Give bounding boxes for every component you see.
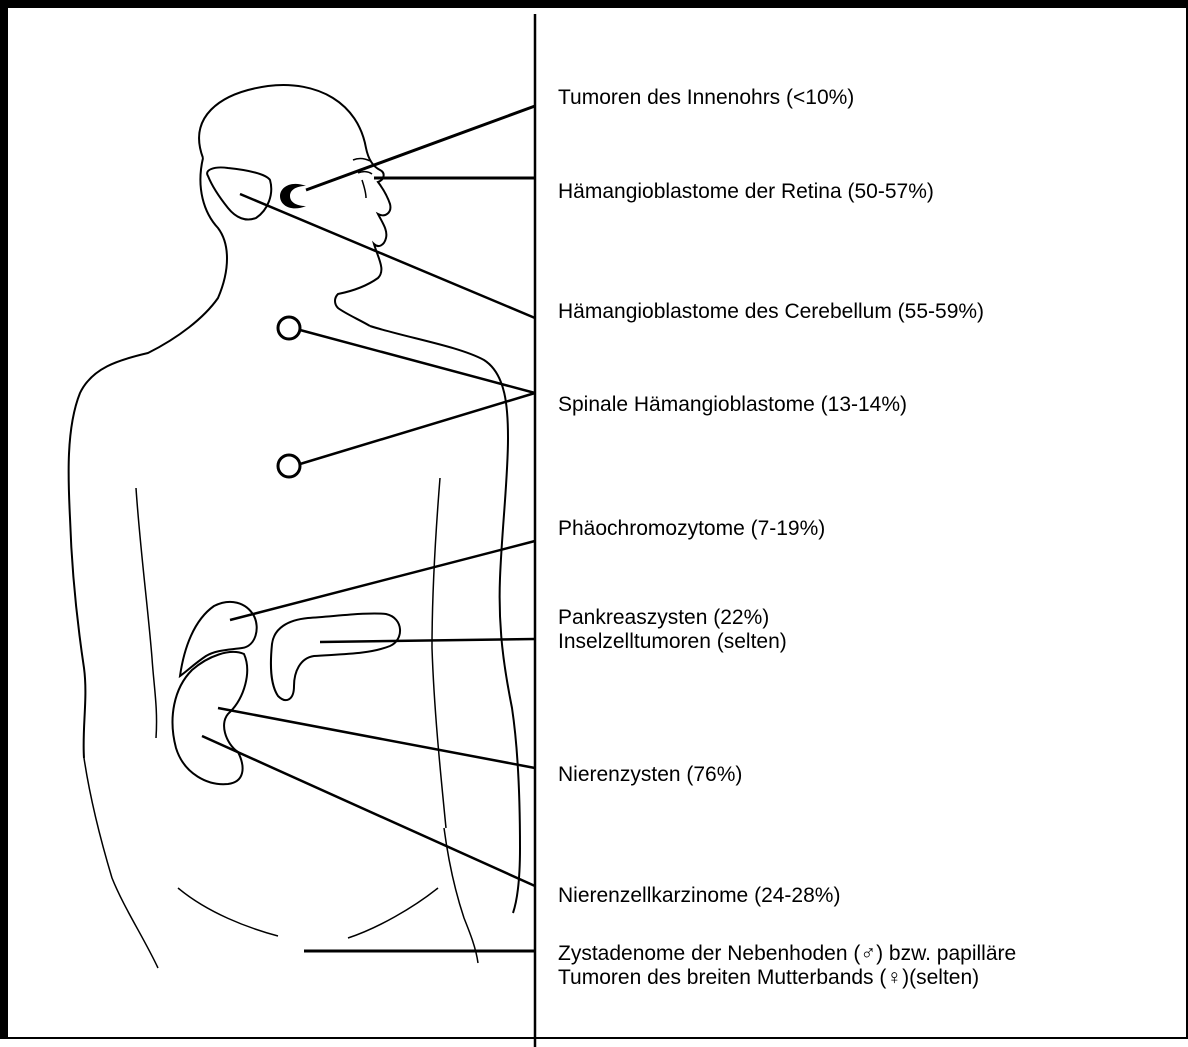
inner-ear-marker: [280, 184, 306, 208]
label-spinal: Spinale Hämangioblastome (13-14%): [558, 393, 907, 417]
eye-detail: [362, 180, 366, 198]
label-islet-tumours: Inselzelltumoren (selten): [558, 630, 787, 654]
label-rcc: Nierenzellkarzinome (24-28%): [558, 884, 840, 908]
label-cystadenoma-line1: Zystadenome der Nebenhoden (♂) bzw. papi…: [558, 942, 1016, 966]
leader-pheo: [230, 541, 535, 620]
left-body-outline: [69, 158, 227, 758]
right-groin-line: [348, 888, 438, 938]
left-groin-line: [178, 888, 278, 936]
eyebrow: [353, 159, 370, 161]
ear-outline: [207, 167, 271, 219]
kidney: [173, 652, 248, 784]
left-hip-line: [84, 758, 158, 968]
label-pancreas-cysts: Pankreaszysten (22%): [558, 606, 769, 630]
pancreas: [271, 613, 400, 700]
label-retina: Hämangioblastome der Retina (50-57%): [558, 180, 934, 204]
label-pheo: Phäochromozytome (7-19%): [558, 517, 825, 541]
spinal-marker-lower: [278, 455, 300, 477]
eye: [358, 172, 372, 174]
label-cystadenoma-line2: Tumoren des breiten Mutterbands (♀)(selt…: [558, 966, 979, 990]
spinal-marker-upper: [278, 317, 300, 339]
label-kidney-cysts: Nierenzysten (76%): [558, 763, 742, 787]
leader-pancreas: [320, 639, 535, 642]
adrenal-gland: [180, 602, 257, 676]
leader-kidney-cysts: [218, 708, 535, 768]
right-arm-inner-line: [432, 478, 446, 828]
left-arm-inner-line: [136, 488, 157, 738]
leader-spinal-lower: [300, 393, 535, 464]
label-inner-ear: Tumoren des Innenohrs (<10%): [558, 86, 854, 110]
label-cerebellum: Hämangioblastome des Cerebellum (55-59%): [558, 300, 984, 324]
